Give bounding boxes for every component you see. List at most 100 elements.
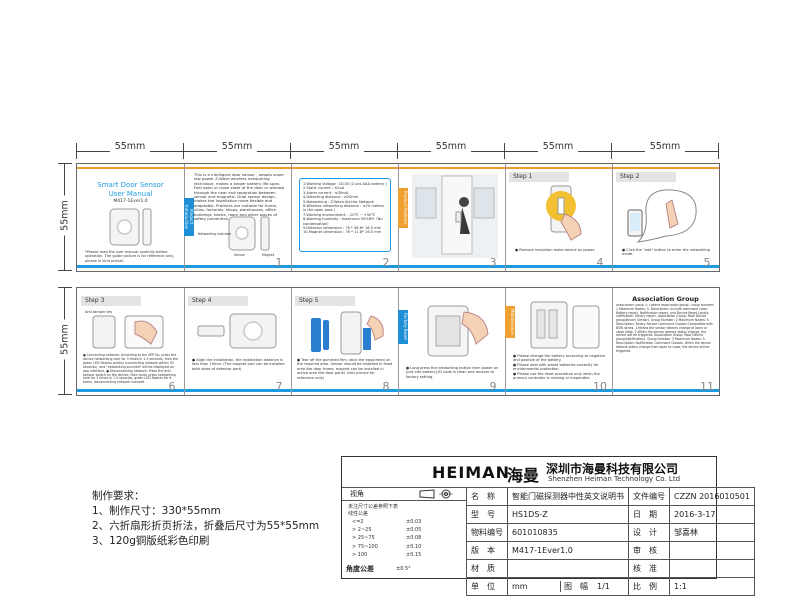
company-name-cn: 深圳市海曼科技有限公司 bbox=[546, 462, 679, 476]
view-row: 视角 bbox=[342, 487, 466, 501]
maintenance-item: ● Please deal with waste batteries corre… bbox=[513, 362, 599, 372]
tolerance-value: ±0.05 bbox=[406, 527, 422, 534]
app-add-illustration bbox=[627, 189, 697, 243]
tolerance-range: > 2~25 bbox=[352, 527, 372, 534]
requirement-item: 3、120g铜版纸彩色印刷 bbox=[92, 535, 210, 547]
reset-illustration bbox=[427, 305, 489, 357]
info-value: 邹喜林 bbox=[669, 523, 755, 542]
tolerance-table: <=2±0.03 > 2~25±0.05 > 25~75±0.08 > 75~1… bbox=[352, 518, 452, 559]
requirement-item: 2、六折扇形折页折法，折叠后尺寸为55*55mm bbox=[92, 520, 320, 532]
width-label: 55mm bbox=[538, 141, 578, 152]
label-indicator: Networking Indicator bbox=[198, 232, 232, 236]
tolerance-header: 未注尺寸公差参照下表 bbox=[348, 504, 399, 510]
maintenance-item: ● Please use the reset procedure only wh… bbox=[513, 371, 600, 381]
page-number: 3 bbox=[489, 256, 497, 269]
requirements-title: 制作要求： bbox=[92, 490, 145, 502]
panel-association: Association Group Association Group 1: L… bbox=[612, 288, 719, 395]
title-block: HEIMAN 海曼 深圳市海曼科技有限公司 Shenzhen Heiman Te… bbox=[341, 456, 755, 596]
spec-item: 5.Networking : Z-Wave Ad-Hoc Network bbox=[303, 199, 375, 204]
info-value: HS1DS-Z bbox=[507, 505, 629, 524]
info-value: 1:1 bbox=[669, 577, 755, 596]
spec-item: 8.Working humidity : maximum 95%RH（No co… bbox=[303, 217, 383, 226]
brand-logo: HEIMAN bbox=[432, 463, 510, 482]
panel-step4: Step 4 ● Align the installation, the ins… bbox=[184, 288, 292, 395]
dimension-tick bbox=[611, 143, 612, 159]
sticker-illustration bbox=[311, 311, 384, 355]
info-label: 物料编号 bbox=[466, 523, 508, 542]
network-button-illustration bbox=[92, 315, 164, 349]
tolerance-panel: 视角 未注尺寸公差参照下表 线性公差 <=2±0.03 > 2~25±0.05 … bbox=[342, 487, 467, 578]
cover-notice: *Please read the user manual carefully b… bbox=[85, 250, 175, 263]
spec-item: 1.Working Voltage : DC3V (2 pcs AAA batt… bbox=[303, 182, 387, 186]
tolerance-value: ±0.10 bbox=[406, 543, 422, 550]
side-tab-introduction: Product Introduction bbox=[184, 198, 194, 236]
dimension-tick bbox=[58, 270, 72, 271]
info-row: 材 质 核 准 bbox=[466, 559, 755, 578]
info-row: 版 本 M417-1Ever1.0 审 核 bbox=[466, 541, 755, 560]
tolerance-range: <=2 bbox=[352, 519, 364, 525]
panel-maintenance: Maintenance ● Please change the battery … bbox=[505, 288, 613, 395]
tolerance-value: ±0.08 bbox=[406, 535, 422, 542]
side-tab-maintenance: Maintenance bbox=[505, 306, 515, 338]
maintenance-item: ● Please change the battery according to… bbox=[513, 354, 605, 363]
info-value: CZZN 2016010501 bbox=[669, 487, 755, 506]
info-row: 名 称 智能门磁探测器中性英文说明书 文件编号 CZZN 2016010501 bbox=[466, 487, 755, 506]
side-tab-reset: Factory Reset bbox=[398, 310, 408, 344]
info-value: M417-1Ever1.0 bbox=[507, 541, 629, 560]
spec-item: 4.Detecting distance : ≥20mm bbox=[303, 195, 359, 200]
label-sensor: Sensor bbox=[234, 253, 245, 257]
page-number: 6 bbox=[168, 380, 176, 393]
cover-version: M417-1Ever1.0 bbox=[113, 199, 148, 204]
page-number: 5 bbox=[703, 256, 711, 269]
dimension-tick bbox=[58, 287, 72, 288]
info-label: 比 例 bbox=[628, 577, 670, 596]
info-label: 版 本 bbox=[466, 541, 508, 560]
specs-list: 1.Working Voltage : DC3V (2 pcs AAA batt… bbox=[303, 182, 387, 235]
tolerance-subheader: 线性公差 bbox=[348, 511, 369, 517]
battery-insulation-illustration bbox=[546, 185, 582, 241]
panel-factory-reset: Factory Reset ● Long press the networkin… bbox=[398, 288, 506, 395]
spec-item: 10.Magnet dimension : 76 * 11.8* 16.5 mm bbox=[303, 230, 382, 235]
info-row: 型 号 HS1DS-Z 日 期 2016-3-17 bbox=[466, 505, 755, 524]
spec-item: 2.Static current : ≤5uA bbox=[303, 186, 345, 191]
label-magnet: Magnet bbox=[262, 253, 274, 257]
manual-strip-back: Step 3 Anti-tamper key ● Connecting netw… bbox=[76, 287, 720, 396]
specs-box: 1.Working Voltage : DC3V (2 pcs AAA batt… bbox=[299, 178, 391, 252]
panel-step1: Step 1 ● Remove insulation make device o… bbox=[505, 164, 613, 271]
intro-text: This is a intelligent door sensor , adop… bbox=[194, 172, 285, 222]
page-number: 11 bbox=[700, 380, 714, 393]
requirements-block: 制作要求： 1、制作尺寸：330*55mm 2、六折扇形折页折法，折叠后尺寸为5… bbox=[92, 489, 352, 549]
view-label: 视角 bbox=[350, 490, 364, 498]
door-install-photo bbox=[412, 174, 498, 258]
tolerance-range: > 100 bbox=[352, 551, 368, 558]
info-label: 文件编号 bbox=[628, 487, 670, 506]
step-caption: ● Tear off the gummed film, stick the eq… bbox=[297, 358, 393, 380]
angle-tolerance-value: ±0.5° bbox=[396, 566, 411, 572]
projection-symbol-icon bbox=[419, 489, 453, 499]
dimension-tick bbox=[397, 143, 398, 159]
dimension-tick bbox=[290, 143, 291, 159]
page-number: 9 bbox=[489, 380, 497, 393]
width-label: 55mm bbox=[110, 141, 150, 152]
panel-intro: This is a intelligent door sensor , adop… bbox=[184, 164, 292, 271]
tolerance-range: > 75~100 bbox=[352, 543, 378, 550]
panel-cover: Smart Door Sensor User Manual M417-1Ever… bbox=[77, 164, 185, 271]
page-number: 10 bbox=[593, 380, 607, 393]
dimension-tick bbox=[504, 143, 505, 159]
step-label: Step 2 bbox=[616, 172, 676, 182]
step-label: Step 1 bbox=[509, 172, 569, 182]
tolerance-value: ±0.03 bbox=[406, 519, 422, 525]
info-label: 审 核 bbox=[628, 541, 670, 560]
info-value: 智能门磁探测器中性英文说明书 bbox=[507, 487, 629, 506]
info-value bbox=[669, 541, 755, 560]
dimension-tick bbox=[718, 143, 719, 159]
panel-step3: Step 3 Anti-tamper key ● Connecting netw… bbox=[77, 288, 185, 395]
step-caption: ● Remove insulation make device on power… bbox=[515, 248, 596, 252]
page-number: 4 bbox=[596, 256, 604, 269]
info-label: 单 位 bbox=[466, 577, 508, 596]
info-value: 1/1 bbox=[597, 582, 610, 591]
cover-title: Smart Door Sensor bbox=[97, 181, 164, 189]
association-title: Association Group bbox=[632, 295, 699, 303]
info-value bbox=[669, 559, 755, 578]
width-label: 55mm bbox=[324, 141, 364, 152]
